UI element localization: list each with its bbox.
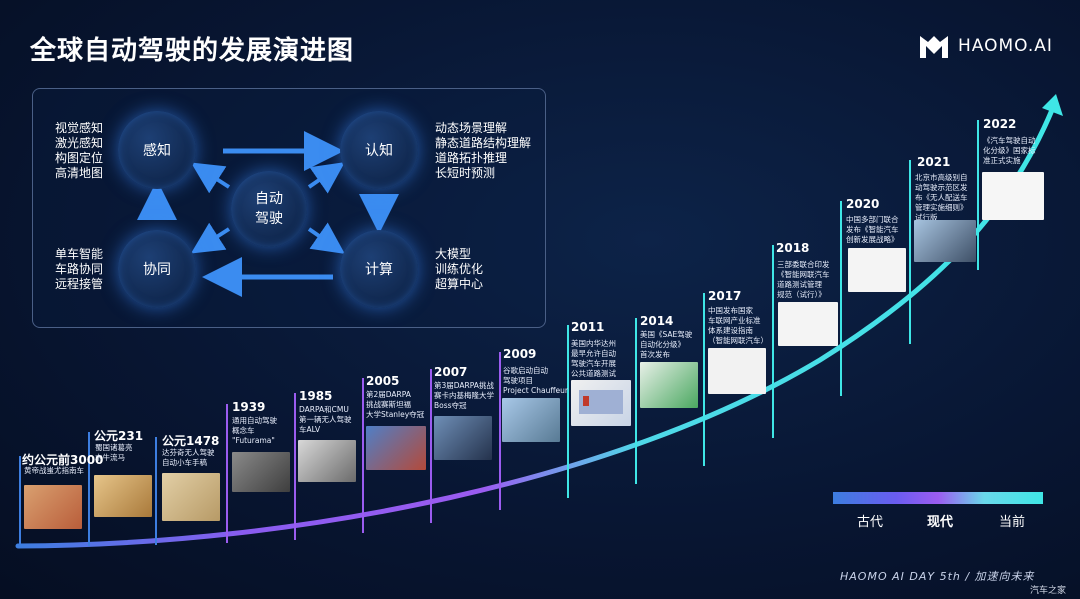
image-stanley [366, 426, 426, 470]
image-regulation-doc [778, 302, 838, 346]
image-delivery-vehicle [914, 220, 976, 262]
year-2020: 2020 [846, 197, 880, 211]
image-national-standard [982, 172, 1044, 220]
cycle-panel: 感知 认知 协同 计算 自动 驾驶 视觉感知 激光感知 构图定位 高清地图 动态… [32, 88, 546, 328]
desc-2007: 第3届DARPA挑战 赛卡内基梅隆大学 Boss夺冠 [434, 381, 494, 410]
year-2022: 2022 [983, 117, 1017, 131]
image-south-pointing-chariot [24, 485, 82, 529]
year-2017: 2017 [708, 289, 742, 303]
logo: HAOMO.AI [918, 32, 1053, 60]
node-center: 自动 驾驶 [231, 171, 307, 247]
desc-1985: DARPA和CMU 第一辆无人驾驶 车ALV [299, 405, 352, 434]
curve-arrowhead [1042, 94, 1063, 116]
legend-ancient: 古代 [857, 515, 884, 530]
desc-2020: 中国多部门联合 发布《智能汽车 创新发展战略》 [846, 215, 899, 244]
perception-items: 视觉感知 激光感知 构图定位 高清地图 [55, 121, 104, 180]
desc-2017: 中国发布国家 车联网产业标准 体系建设指南 （智能网联汽车） [708, 306, 768, 345]
image-alv [298, 440, 356, 482]
image-wooden-ox [94, 475, 152, 517]
image-futurama [232, 452, 290, 492]
collaboration-items: 单车智能 车路协同 远程接管 [55, 247, 104, 291]
year-2014: 2014 [640, 314, 674, 328]
era-legend-bar [833, 492, 1043, 504]
growth-curve [15, 107, 1055, 549]
center-line-1: 自动 [255, 191, 283, 207]
image-sae-chart [640, 362, 698, 408]
desc-2011: 美国内华达州 最早允许自动 驾驶汽车开展 公共道路测试 [571, 339, 616, 378]
year-2021: 2021 [917, 155, 951, 169]
year-bc3000: 约公元前3000 [22, 453, 104, 467]
desc-2005: 第2届DARPA 挑战赛斯坦福 大学Stanley夺冠 [366, 390, 425, 419]
legend-current: 当前 [999, 515, 1026, 530]
year-1939: 1939 [232, 400, 266, 414]
image-boss [434, 416, 492, 460]
node-collaboration: 协同 [118, 230, 196, 308]
node-cognition: 认知 [340, 111, 418, 189]
desc-2022: 《汽车驾驶自动 化分级》国家标 准正式实施 [983, 136, 1036, 165]
image-standard-doc [708, 348, 766, 394]
year-2011: 2011 [571, 320, 605, 334]
image-google-car [502, 398, 560, 442]
desc-bc3000: 黄帝战蚩尤指南车 [24, 466, 84, 475]
arrow-center-to-cognition [307, 162, 345, 194]
arrow-center-to-collaboration [190, 222, 231, 254]
center-line-2: 驾驶 [255, 211, 283, 227]
timeline-stems [19, 120, 979, 546]
legend-modern: 现代 [927, 515, 954, 530]
cognition-items: 动态场景理解 静态道路结构理解 道路拓扑推理 长短时预测 [435, 121, 532, 180]
page-title: 全球自动驾驶的发展演进图 [30, 36, 355, 66]
arrow-center-to-perception [190, 162, 231, 194]
logo-text: HAOMO.AI [958, 36, 1053, 56]
year-1985: 1985 [299, 389, 333, 403]
cycle-arrows [137, 131, 399, 297]
year-2007: 2007 [434, 365, 468, 379]
haomo-logo-icon [920, 36, 948, 58]
desc-231: 蜀国诸葛亮 木牛流马 [95, 443, 133, 462]
year-231: 公元231 [94, 429, 144, 443]
year-2005: 2005 [366, 374, 400, 388]
image-davinci-cart [162, 473, 220, 521]
map-icon [579, 390, 623, 414]
arrow-center-to-computation [307, 222, 345, 254]
desc-1939: 通用自动驾驶 概念车 "Futurama" [232, 416, 277, 445]
desc-2018: 三部委联合印发 《智能网联汽车 道路测试管理 规范（试行）》 [777, 260, 830, 299]
image-us-map [571, 380, 631, 426]
node-computation: 计算 [340, 230, 418, 308]
desc-2009: 谷歌启动自动 驾驶项目 Project Chauffeur [503, 366, 569, 395]
desc-2021: 北京市高级别自 动驾驶示范区发 布《无人配送车 管理实施细则》 试行版 [915, 173, 968, 222]
node-perception: 感知 [118, 111, 196, 189]
computation-items: 大模型 训练优化 超算中心 [435, 247, 484, 291]
year-2018: 2018 [776, 241, 810, 255]
year-1478: 公元1478 [162, 434, 220, 448]
watermark: 汽车之家 [1030, 586, 1067, 596]
footer-event: HAOMO AI DAY 5th / 加速向未来 [840, 570, 1035, 583]
image-strategy-doc [848, 248, 906, 292]
desc-1478: 达芬奇无人驾驶 自动小车手稿 [162, 448, 215, 467]
year-2009: 2009 [503, 347, 537, 361]
desc-2014: 美国《SAE驾驶 自动化分级》 首次发布 [640, 330, 693, 359]
